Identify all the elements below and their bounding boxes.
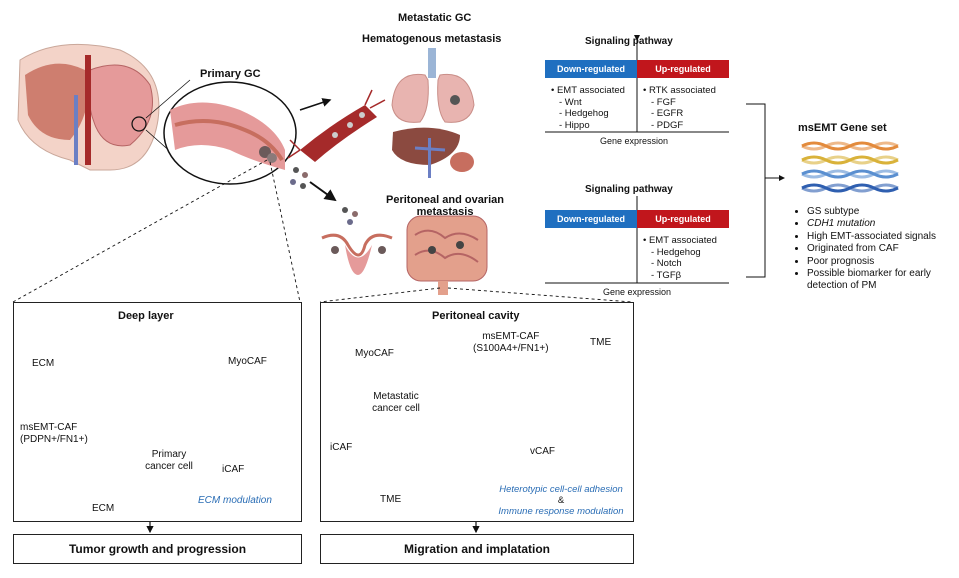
migration-outcome: Migration and implatation (320, 534, 634, 564)
lungs-illustration (391, 48, 475, 123)
pathway2-title: Signaling pathway (585, 184, 673, 195)
peritoneal-metastasis-line1: Peritoneal and ovarian (386, 194, 504, 206)
tumor-growth-outcome: Tumor growth and progression (13, 534, 302, 564)
pathway2-right-item: - Notch (651, 258, 682, 269)
dna-helix-icon (800, 140, 900, 198)
liver-illustration (392, 127, 474, 178)
deep-ecm-bottom: ECM (92, 503, 115, 514)
deep-msemt-line1: msEMT-CAF (20, 422, 78, 433)
adhesion-amp: & (557, 495, 565, 506)
pathway1-left-list: • EMT associated - Wnt - Hedgehog - Hipp… (551, 85, 625, 131)
pathway2-right-item: • EMT associated (643, 235, 717, 246)
peritoneal-msemt-line2: (S100A4+/FN1+) (473, 343, 549, 354)
geneset-item: CDH1 mutation (807, 218, 959, 230)
circulating-cells (290, 167, 358, 225)
geneset-item: Poor prognosis (807, 256, 959, 268)
pathway1-up-badge: Up-regulated (637, 60, 729, 78)
pathway2-axis-label: Gene expression (603, 287, 672, 297)
pathway1-right-item: • RTK associated (643, 85, 716, 96)
pathway1-right-item: - FGF (651, 96, 676, 108)
deep-layer-panel (13, 302, 302, 522)
pathway2-right-item: - TGFβ (651, 269, 682, 281)
intestine-illustration (406, 215, 488, 295)
deep-primary-line1: Primary (151, 449, 187, 460)
deep-myocaf: MyoCAF (228, 356, 267, 367)
peritoneal-title: Peritoneal cavity (432, 310, 520, 322)
deep-layer-title: Deep layer (118, 310, 174, 322)
pathway2-down-badge: Down-regulated (545, 210, 637, 228)
peritoneal-msemt-caf: msEMT-CAF (S100A4+/FN1+) (473, 331, 549, 355)
pathway1-right-item: - PDGF (651, 119, 684, 131)
pathway1-right-list: • RTK associated - FGF - EGFR - PDGF (643, 85, 716, 131)
blood-vessel-illustration (287, 89, 386, 162)
hematogenous-label: Hematogenous metastasis (362, 33, 502, 45)
pathway1-left-item: - Hippo (559, 119, 590, 131)
primary-gc-label: Primary GC (200, 68, 261, 80)
peritoneal-panel (320, 302, 634, 522)
peritoneal-metastasis-label: Peritoneal and ovarian metastasis (385, 194, 505, 218)
peritoneal-tme-bottom: TME (380, 494, 402, 505)
metastatic-gc-title: Metastatic GC (398, 12, 472, 24)
deep-primary-line2: cancer cell (145, 461, 193, 472)
uterus-illustration (321, 233, 393, 275)
pathway1-left-item: - Hedgehog (559, 108, 609, 119)
peritoneal-icaf: iCAF (330, 442, 353, 453)
geneset-item: Possible biomarker for early detection o… (807, 268, 959, 293)
pathway2-right-item: - Hedgehog (651, 246, 701, 258)
deep-ecm-top: ECM (32, 358, 55, 369)
deep-primary-cancer-cell: Primary cancer cell (138, 449, 200, 473)
peritoneal-adhesion-note: Heterotypic cell-cell adhesion & Immune … (486, 484, 636, 517)
peritoneal-tme-top: TME (590, 337, 612, 348)
pathway2-up-badge: Up-regulated (637, 210, 729, 228)
peritoneal-msemt-line1: msEMT-CAF (482, 331, 540, 342)
pathway1-left-item: • EMT associated (551, 85, 625, 96)
peritoneal-meta-line2: cancer cell (372, 403, 420, 414)
peritoneal-metastasis-line2: metastasis (416, 206, 474, 218)
primary-gc-circle (163, 81, 297, 185)
geneset-item: High EMT-associated signals (807, 231, 959, 243)
adhesion-line2: Immune response modulation (498, 506, 624, 517)
torso-illustration (17, 43, 160, 171)
geneset-title: msEMT Gene set (798, 122, 887, 134)
peritoneal-metastatic-cell: Metastatic cancer cell (366, 391, 426, 415)
pathway1-axis-label: Gene expression (600, 136, 669, 146)
deep-ecm-modulation: ECM modulation (198, 495, 272, 506)
pathway1-down-badge: Down-regulated (545, 60, 637, 78)
deep-icaf: iCAF (222, 464, 245, 475)
deep-msemt-line2: (PDPN+/FN1+) (20, 434, 88, 445)
pathway1-left-item: - Wnt (559, 96, 582, 108)
peritoneal-myocaf: MyoCAF (355, 348, 394, 359)
geneset-item: GS subtype (807, 206, 959, 218)
pathway1-right-item: - EGFR (651, 108, 684, 119)
pathway1-title: Signaling pathway (585, 36, 673, 47)
adhesion-line1: Heterotypic cell-cell adhesion (499, 484, 623, 495)
pathway1-axes (545, 35, 729, 133)
geneset-bracket (746, 103, 785, 278)
geneset-item: Originated from CAF (807, 243, 959, 255)
peritoneal-vcaf: vCAF (530, 446, 555, 457)
geneset-list: GS subtype CDH1 mutation High EMT-associ… (795, 206, 959, 293)
deep-msemt-caf: msEMT-CAF (PDPN+/FN1+) (20, 422, 88, 446)
peritoneal-meta-line1: Metastatic (373, 391, 419, 402)
pathway2-right-list: • EMT associated - Hedgehog - Notch - TG… (643, 235, 717, 281)
